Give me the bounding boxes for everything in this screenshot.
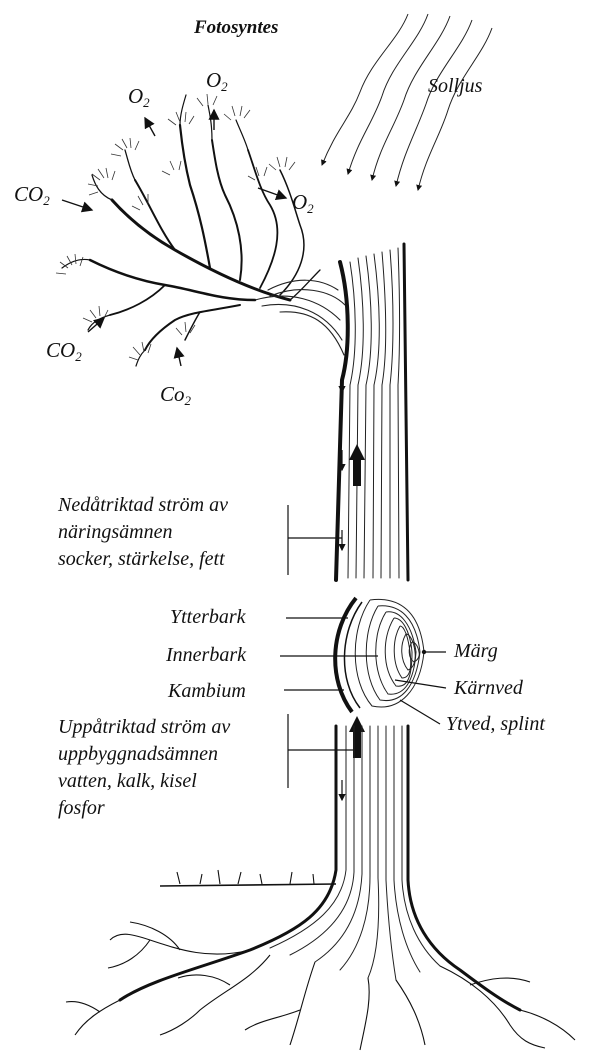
o2-label-right: O2: [292, 192, 314, 215]
gas-arrows: [62, 110, 286, 366]
co2-label-bottom-left: CO2: [46, 340, 82, 363]
co2-label-left: CO2: [14, 184, 50, 207]
sunlight-label: Solljus: [428, 76, 482, 96]
upward-flow-line: Uppåtriktad ström av: [58, 714, 230, 741]
downward-flow-line: socker, stärkelse, fett: [58, 546, 228, 573]
marg-label: Märg: [454, 641, 498, 661]
ytved-label: Ytved, splint: [446, 714, 545, 734]
upward-flow-label: Uppåtriktad ström av uppbyggnadsämnen va…: [58, 714, 230, 822]
leader-lines: [280, 505, 446, 788]
upper-trunk: [255, 244, 408, 580]
upward-flow-line: fosfor: [58, 795, 230, 822]
downward-flow-line: näringsämnen: [58, 519, 228, 546]
upward-flow-line: vatten, kalk, kisel: [58, 768, 230, 795]
title: Fotosyntes: [194, 18, 278, 37]
sunlight-rays: [322, 14, 492, 190]
co2-label-bottom: Co2: [160, 384, 191, 407]
ground-and-roots: [66, 870, 575, 1050]
cross-section: [335, 598, 426, 712]
kambium-label: Kambium: [168, 681, 246, 701]
o2-label-top: O2: [206, 70, 228, 93]
downward-flow-label: Nedåtriktad ström av näringsämnen socker…: [58, 492, 228, 573]
innerbark-label: Innerbark: [166, 645, 246, 665]
branches: [62, 95, 320, 366]
o2-label-top-left: O2: [128, 86, 150, 109]
karnved-label: Kärnved: [454, 678, 523, 698]
upward-flow-line: uppbyggnadsämnen: [58, 741, 230, 768]
downward-flow-line: Nedåtriktad ström av: [58, 492, 228, 519]
ytterbark-label: Ytterbark: [170, 607, 246, 627]
